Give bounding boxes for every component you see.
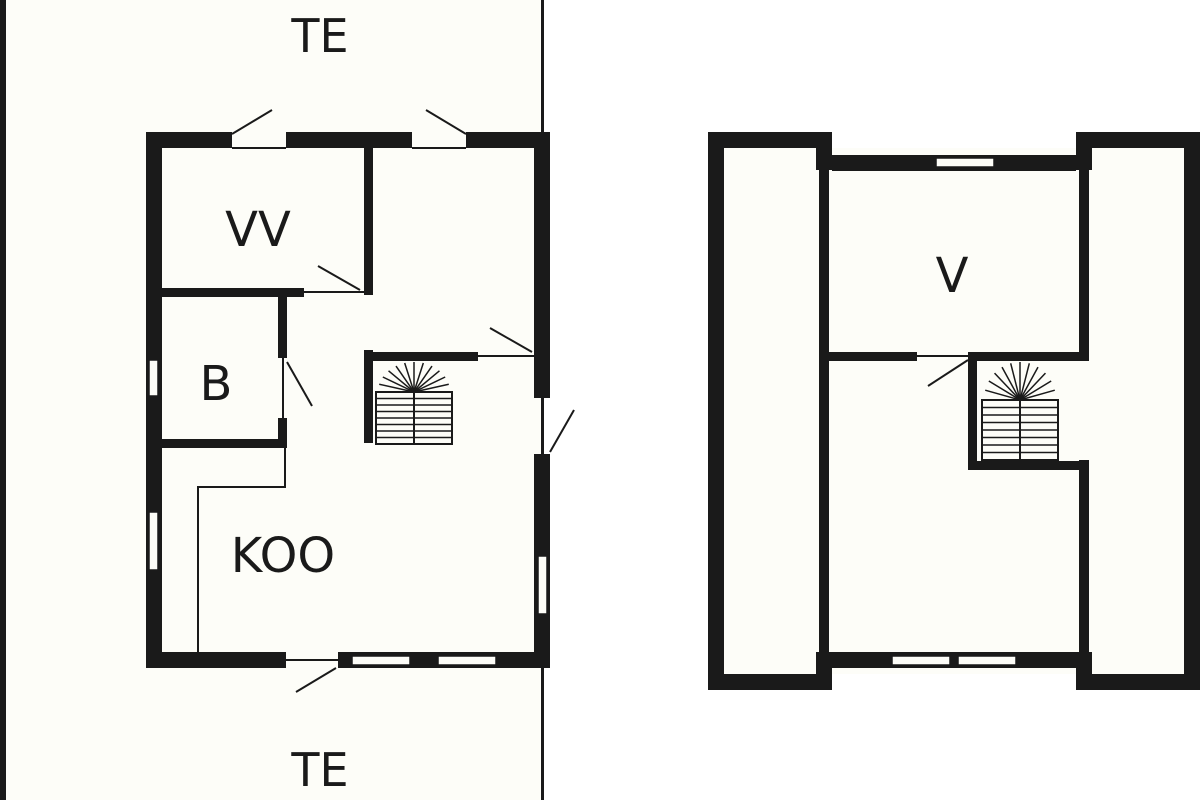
stair-line [413, 383, 449, 393]
ground-floor-doors [231, 109, 575, 693]
stair-line [382, 376, 415, 393]
window [935, 157, 995, 168]
terrace-label-bottom: TE [290, 743, 348, 797]
staircase [981, 362, 1059, 461]
terrace-label-top: TE [290, 9, 348, 63]
ground-floor-windows [148, 359, 548, 666]
stair-line [413, 376, 446, 393]
upper-floor-doors [917, 355, 969, 387]
room-label-vv: VV [225, 202, 291, 258]
stair-line [1019, 389, 1055, 401]
stair-line [1019, 363, 1031, 401]
room-label-v: V [936, 248, 969, 304]
window [148, 359, 159, 397]
stair-line [1019, 372, 1047, 401]
room-label-b: B [200, 356, 233, 412]
stair-line [413, 370, 440, 393]
stair-line [1009, 363, 1021, 401]
stair-line [403, 362, 415, 393]
room-label-koo: KOO [231, 528, 335, 584]
stair-line [985, 389, 1021, 401]
window [957, 655, 1017, 666]
ground-floor [146, 109, 575, 693]
stair-line [1001, 366, 1021, 401]
stair-line [413, 362, 425, 393]
window [148, 511, 159, 571]
window [891, 655, 951, 666]
staircase [375, 362, 453, 445]
window [437, 655, 497, 666]
stair-line [413, 365, 433, 393]
stair-line [1019, 380, 1052, 401]
stair-line [993, 372, 1021, 401]
upper-floor-windows [891, 157, 1017, 666]
stair-line [379, 383, 415, 393]
stair-line [388, 370, 415, 393]
stair-line [1019, 366, 1039, 401]
window [537, 555, 548, 615]
ground-floor-interior-walls [162, 148, 478, 652]
stair-line [395, 365, 415, 393]
upper-floor [708, 132, 1200, 690]
stair-line [988, 380, 1021, 401]
window [351, 655, 411, 666]
